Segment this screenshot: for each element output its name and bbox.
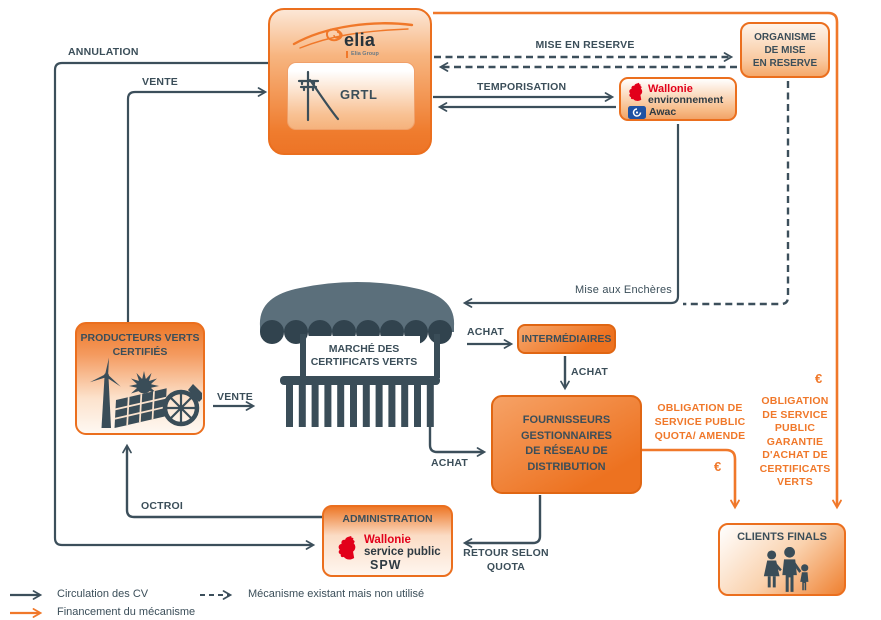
edge-financement-clients-line [433,11,842,510]
label-achat-intermediaires: ACHAT [467,326,504,338]
edge-organisme-encheres-line [683,81,790,306]
sun-icon [129,371,159,394]
water-wheel-icon [162,384,202,427]
euro-symbol-quota: € [714,459,722,474]
wallonia-rooster-icon [338,536,356,560]
awac-spiral-icon [628,106,646,119]
edge-vente-grtl-line [126,87,268,322]
label-obligation-garantie-achat: OBLIGATION DE SERVICE PUBLIC GARANTIE D'… [759,395,831,488]
producteurs-label-line: CERTIFIÉS [112,345,168,358]
node-elia: elia Elia Group GRTL [268,8,432,155]
elia-wordmark: elia [344,30,376,50]
label-mise-aux-encheres: Mise aux Enchères [575,284,672,296]
label-mise-en-reserve: MISE EN RESERVE [535,39,635,51]
edge-quota-amende-line [642,448,740,510]
market-stall-icon [259,282,455,427]
marche-label-line: CERTIFICATS VERTS [310,356,418,368]
clients-title: CLIENTS FINALS [737,531,827,543]
pylon-icon [297,70,340,122]
legend-financement-label: Financement du mécanisme [57,606,196,618]
label-retour-selon-quota: RETOUR SELON QUOTA [463,547,549,573]
label-vente-marche: VENTE [217,391,254,403]
spw-dept-label: service public [364,546,441,558]
elia-group-label: Elia Group [346,51,379,58]
edge-mise-aux-encheres-line [462,124,680,308]
node-fournisseurs-grd: FOURNISSEURS GESTIONNAIRES DE RÉSEAU DE … [491,395,642,494]
fournisseurs-label-line: DE RÉSEAU DE [525,445,608,457]
edge-retour-quota-line [462,495,542,548]
green-energy-icons [89,357,202,429]
fournisseurs-label-line: GESTIONNAIRES [520,429,613,442]
grtl-label: GRTL [340,87,378,102]
euro-symbol-garantie: € [815,371,823,386]
label-vente-grtl: VENTE [142,76,179,88]
organisme-label-line: EN RESERVE [752,58,818,69]
family-icon [763,547,809,592]
node-marche-certificats-verts: MARCHÉ DES CERTIFICATS VERTS [308,336,420,376]
awac-region-label: Wallonie [648,83,693,95]
organisme-label-line: DE MISE [764,45,806,56]
elia-swoosh-icon [292,22,414,49]
intermediaires-label: INTERMÉDIAIRES [521,333,612,345]
elia-logo: elia Elia Group [290,18,416,62]
node-clients-finals: CLIENTS FINALS [718,523,846,596]
legend-mecanisme-label: Mécanisme existant mais non utilisé [248,588,425,600]
spw-region-label: Wallonie [364,534,411,546]
wallonia-rooster-icon [629,82,643,102]
label-octroi: OCTROI [141,500,184,512]
edge-octroi-line [122,443,322,519]
label-annulation: ANNULATION [68,46,139,58]
label-achat-vertical: ACHAT [571,366,608,378]
fournisseurs-label-line: DISTRIBUTION [527,460,606,473]
awac-dept-label: environnement [648,94,724,106]
node-intermediaires: INTERMÉDIAIRES [517,324,616,354]
marche-label-line: MARCHÉ DES [328,343,400,355]
fournisseurs-label-line: FOURNISSEURS [522,414,611,426]
node-awac: Wallonie environnement Awac [619,77,737,121]
legend-circulation-label: Circulation des CV [57,588,149,600]
node-administration: ADMINISTRATION Wallonie service public S… [322,505,453,577]
node-organisme-mise-en-reserve: ORGANISME DE MISE EN RESERVE [740,22,830,78]
label-temporisation: TEMPORISATION [477,81,567,93]
producteurs-label-line: PRODUCTEURS VERTS [80,332,200,344]
awac-agency-label: Awac [649,106,677,118]
wind-turbine-icon [89,357,121,428]
spw-agency-label: SPW [370,558,402,572]
edge-annulation-line [53,61,316,550]
solar-panel-icon [114,388,167,429]
node-producteurs-verts: PRODUCTEURS VERTS CERTIFIÉS [75,322,205,435]
edge-achat-marche-line [428,427,487,457]
organisme-label-line: ORGANISME [754,32,816,43]
label-achat-marche: ACHAT [431,457,468,469]
administration-title: ADMINISTRATION [342,513,433,525]
label-obligation-quota-amende: OBLIGATION DE SERVICE PUBLIC QUOTA/ AMEN… [654,402,746,442]
node-grtl: GRTL [287,62,415,130]
